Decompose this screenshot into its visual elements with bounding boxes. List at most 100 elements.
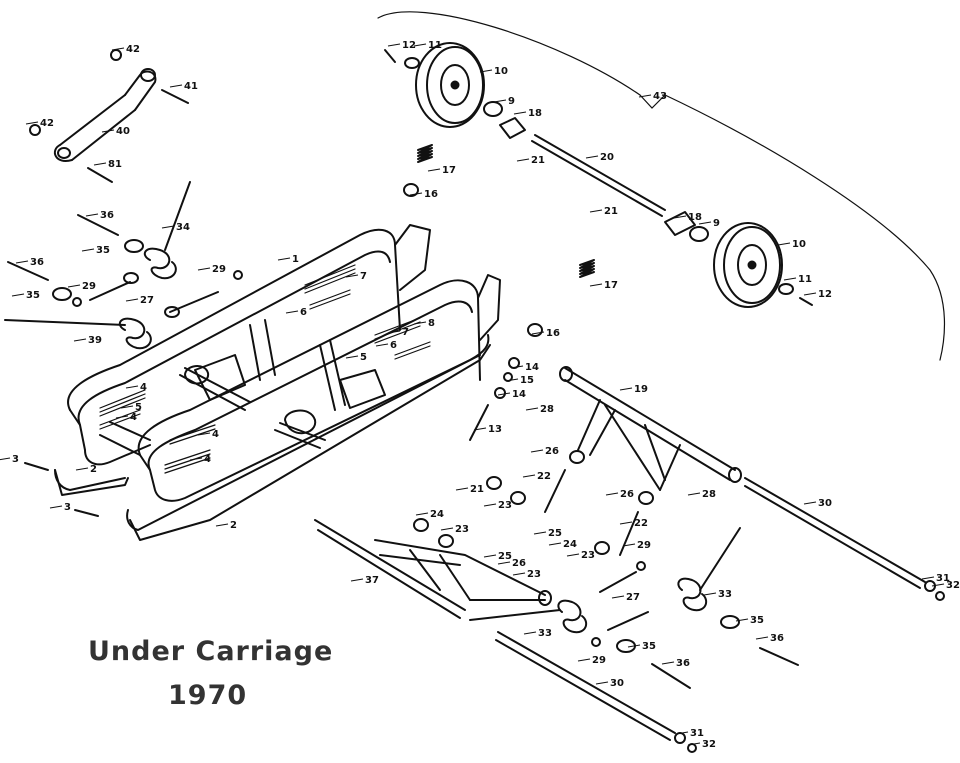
leader-line [566,553,580,557]
bushing-b [510,491,526,505]
bolt-36-rear-b [651,663,691,689]
leader-line [413,43,427,47]
diagram-year: 1970 [168,680,248,711]
callout-8: 8 [428,318,435,329]
leader-line [375,343,389,347]
leader-line [387,330,401,334]
callout-30a: 30 [818,498,832,509]
callout-3a: 3 [12,454,19,465]
leader-line [755,636,769,640]
leader-line [111,47,125,51]
leader-line [189,457,203,461]
callout-24b: 24 [563,539,577,550]
bolt-36-front-b [7,261,49,281]
leader-line [698,221,712,225]
callout-16b: 16 [546,328,560,339]
callout-31a: 31 [936,573,950,584]
callout-19: 19 [634,384,648,395]
leader-line [589,283,603,287]
callout-11a: 11 [428,40,442,51]
bolt-13 [469,404,489,441]
leader-line [661,661,675,665]
bolt-36-front-a [77,214,119,236]
leader-line [350,578,364,582]
callout-35d: 35 [642,641,656,652]
callout-25b: 25 [548,528,562,539]
callout-32a: 32 [946,580,960,591]
leader-line [125,298,139,302]
washer-small-upper [404,57,420,69]
leader-line [11,293,25,297]
callout-33b: 33 [538,628,552,639]
callout-14a: 14 [525,362,539,373]
bolt-36-rear-a [759,647,799,666]
callout-18b: 18 [688,212,702,223]
callout-9b: 9 [713,218,720,229]
leader-line [783,277,797,281]
leader-line [531,331,545,335]
leader-line [735,618,749,622]
leader-line [0,457,11,461]
clip-29d [591,637,601,647]
leader-line [493,99,507,103]
shock-absorber [53,68,157,162]
leader-line [619,387,633,391]
bushing-g [594,541,610,555]
leader-line [505,378,519,382]
wheel-lower [713,222,783,308]
callout-35a: 35 [96,245,110,256]
leader-line [523,631,537,635]
leader-line [345,274,359,278]
bushing-a [486,476,502,490]
leader-line [921,576,935,580]
clip-29c [636,561,646,571]
callout-42b: 42 [40,118,54,129]
leader-line [803,292,817,296]
leader-line [673,215,687,219]
callout-22b: 22 [634,518,648,529]
callout-7b: 7 [402,327,409,338]
washer-35-front-a [124,239,144,253]
leader-line [513,111,527,115]
callout-16a: 16 [424,189,438,200]
washer-lower [689,226,709,242]
link-eye-front-b [123,272,139,284]
washer-small-lower [778,283,794,295]
hub-upper [499,117,526,139]
rear-arm-37 [314,519,552,619]
pivot-pin-b [619,511,639,556]
callout-27b: 27 [626,592,640,603]
leader-line [473,427,487,431]
leader-line [25,121,39,125]
spring-upper [417,144,433,163]
callout-10a: 10 [494,66,508,77]
callout-6b: 6 [390,340,397,351]
leader-line [413,321,427,325]
link-eye-front [164,306,180,318]
wheel-upper [415,42,485,128]
bushing-e [413,518,429,532]
callout-43: 43 [653,91,667,102]
leader-line [516,158,530,162]
callout-6a: 6 [300,307,307,318]
leader-line [197,432,211,436]
leader-line [455,487,469,491]
leader-line [525,407,539,411]
leader-line [803,501,817,505]
leader-line [483,503,497,507]
leader-line [85,213,99,217]
leader-line [533,531,547,535]
callout-21b: 21 [604,206,618,217]
callout-12b: 12 [818,289,832,300]
callout-21c: 21 [470,484,484,495]
leader-line [169,84,183,88]
torsion-spring-front-upper [143,181,191,280]
axle-shaft [531,134,666,217]
callout-32b: 32 [702,739,716,750]
leader-line [687,492,701,496]
leader-line [777,242,791,246]
nut-42a [110,49,122,61]
leader-line [483,554,497,558]
leader-line [387,43,401,47]
callout-13: 13 [488,424,502,435]
